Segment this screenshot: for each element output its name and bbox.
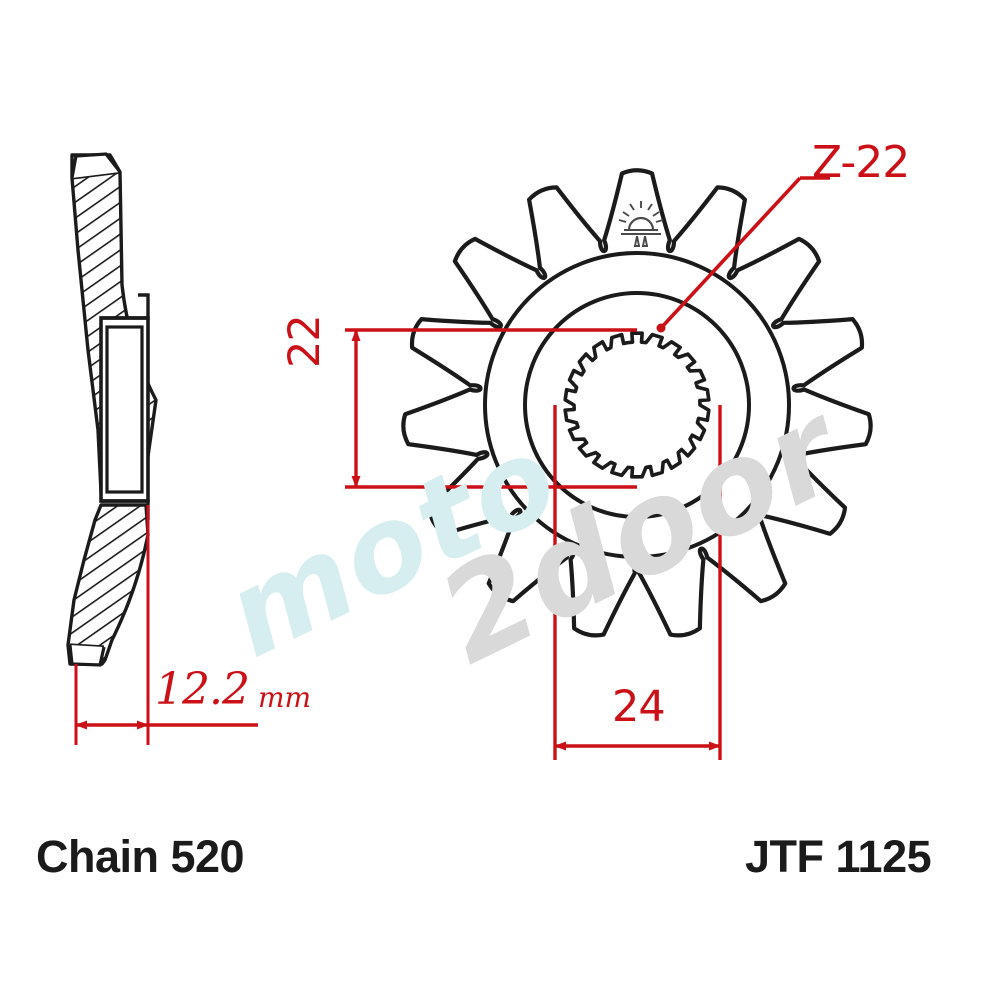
splined-bore bbox=[563, 331, 711, 479]
sun-stamp-logo bbox=[618, 201, 664, 247]
chain-size-title: Chain 520 bbox=[36, 831, 245, 882]
bore-dimensions bbox=[345, 328, 722, 760]
bore-vertical-dimension-label: 22 bbox=[280, 315, 330, 368]
sprocket-face-view bbox=[401, 168, 873, 638]
section-lower-arm bbox=[66, 503, 150, 666]
spline-callout-label: Z-22 bbox=[812, 137, 910, 188]
thickness-unit-label: mm bbox=[258, 681, 312, 714]
z22-leader-diagonal bbox=[659, 176, 802, 330]
z22-leader-dot bbox=[656, 323, 666, 333]
section-upper-tip bbox=[70, 152, 122, 179]
bore-horizontal-dimension-label: 24 bbox=[612, 682, 666, 732]
section-lower-tip bbox=[68, 644, 106, 667]
section-hub-inner bbox=[105, 325, 144, 494]
part-number-title: JTF 1125 bbox=[745, 831, 932, 882]
section-profile-view bbox=[66, 152, 158, 667]
spline-callout-leader bbox=[656, 176, 830, 333]
sprocket-hub-circle bbox=[523, 291, 751, 519]
sprocket-body-circle bbox=[483, 251, 791, 559]
thickness-value-label: 12.2 bbox=[155, 664, 250, 715]
section-hub-upper-shoulder bbox=[101, 293, 150, 320]
thickness-dimension bbox=[74, 505, 258, 745]
